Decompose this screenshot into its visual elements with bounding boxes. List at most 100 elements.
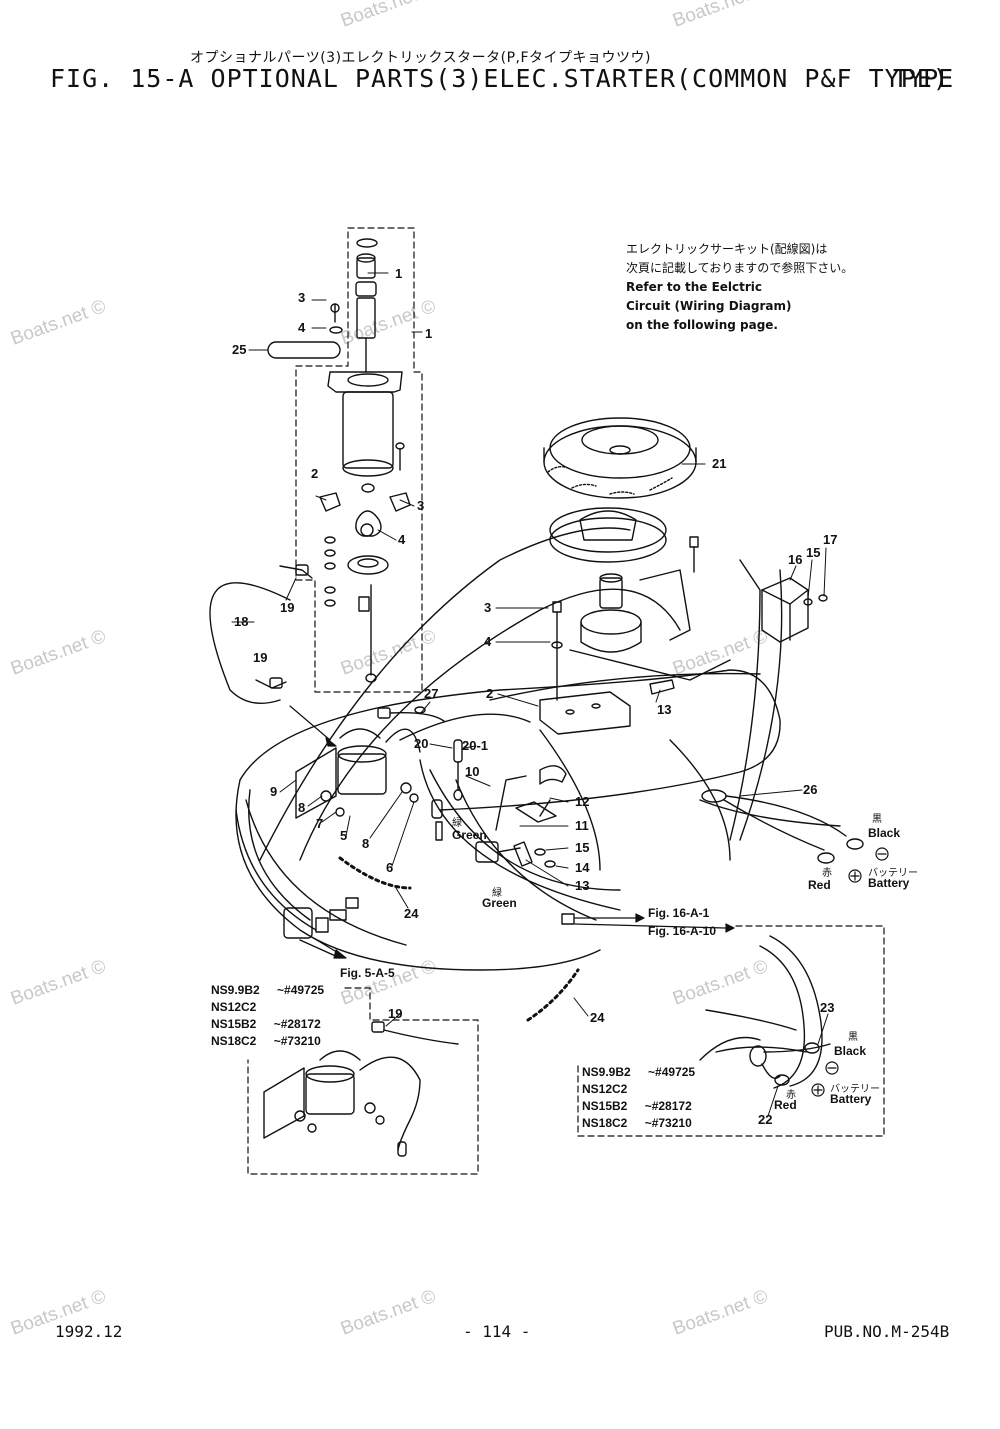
callout-27: 27 xyxy=(424,686,439,701)
inset-cowling-right xyxy=(699,935,831,1089)
footer-publication-number: PUB.NO.M-254B xyxy=(824,1322,950,1341)
bracket-2 xyxy=(539,691,631,735)
battery-label: Battery xyxy=(868,876,910,890)
battery-cable-26 xyxy=(701,789,864,864)
figure-arrows xyxy=(289,705,735,959)
note-jp-line: エレクトリックサーキット(配線図)は xyxy=(626,242,828,256)
type-label: TYPE xyxy=(893,64,954,93)
bracket-12 xyxy=(515,799,557,823)
green-wire-label: Green xyxy=(482,896,517,910)
connector-27 xyxy=(377,706,445,722)
wire-harness xyxy=(209,527,841,921)
model-row: NS18C2 ~#73210 xyxy=(582,1116,692,1130)
battery-terminal-symbols xyxy=(811,847,889,1097)
footer-page-number: - 114 - xyxy=(463,1322,531,1341)
red-jp-label: 赤 xyxy=(786,1090,796,1101)
green-wire-connectors xyxy=(431,799,575,925)
lower-connectors xyxy=(283,897,359,959)
callout-6: 6 xyxy=(386,860,394,875)
callout-22: 22 xyxy=(758,1112,773,1127)
callout-7: 7 xyxy=(316,816,324,831)
battery-jp-label: バッテリー xyxy=(868,868,918,879)
battery-jp-label: バッテリー xyxy=(830,1084,880,1095)
callout-2: 2 xyxy=(486,686,494,701)
figure-ref-16-a-1: Fig. 16-A-1 xyxy=(648,906,710,920)
callout-3: 3 xyxy=(484,600,492,615)
callout-14: 14 xyxy=(575,860,590,875)
callout-19: 19 xyxy=(253,650,268,665)
black-jp-label: 黒 xyxy=(872,814,882,825)
callout-4: 4 xyxy=(398,532,406,547)
part-25-cap xyxy=(267,341,341,359)
callout-26: 26 xyxy=(803,782,818,797)
callout-4: 4 xyxy=(484,634,492,649)
stator-plate xyxy=(549,507,667,563)
callout-24: 24 xyxy=(590,1010,605,1025)
inset-box-left xyxy=(247,987,479,1175)
green-jp-label: 緑 xyxy=(492,888,502,899)
fuse-20 xyxy=(453,739,463,801)
black-jp-label: 黒 xyxy=(848,1032,858,1043)
inset-box-right xyxy=(577,925,885,1137)
motor-washers xyxy=(319,303,411,607)
callout-24: 24 xyxy=(404,906,419,921)
model-list-left: NS9.9B2 ~#49725 NS12C2 NS15B2 ~#28172 NS… xyxy=(211,982,324,1050)
callout-3: 3 xyxy=(298,290,306,305)
callout-20: 20 xyxy=(414,736,429,751)
model-row: NS15B2 ~#28172 xyxy=(582,1099,692,1113)
figure-ref-5-a-5: Fig. 5-A-5 xyxy=(340,966,395,980)
model-row: NS12C2 xyxy=(582,1082,628,1096)
model-row: NS15B2 ~#28172 xyxy=(211,1017,321,1031)
crankcase xyxy=(569,569,731,681)
callout-4: 4 xyxy=(298,320,306,335)
inset-relay-left xyxy=(263,1021,459,1157)
callout-3: 3 xyxy=(417,498,425,513)
callout-17: 17 xyxy=(823,532,838,547)
black-terminal-label: Black xyxy=(868,826,901,840)
callout-5: 5 xyxy=(340,828,348,843)
green-wire-label: Green xyxy=(452,828,487,842)
green-jp-label: 緑 xyxy=(452,818,462,829)
callout-8: 8 xyxy=(362,836,370,851)
note-en-line: on the following page. xyxy=(626,318,778,332)
callout-18: 18 xyxy=(234,614,249,629)
callout-23: 23 xyxy=(820,1000,835,1015)
bead-chain-24 xyxy=(338,856,580,1022)
starter-relay xyxy=(295,728,421,819)
callout-11: 11 xyxy=(575,818,589,833)
callout-19: 19 xyxy=(280,600,295,615)
note-en-line: Refer to the Eelctric xyxy=(626,280,763,294)
bracket-11 xyxy=(495,775,527,831)
rectifier xyxy=(761,577,828,643)
callout-16: 16 xyxy=(788,552,803,567)
model-row: NS12C2 xyxy=(211,1000,257,1014)
black-terminal-label: Black xyxy=(834,1044,867,1058)
model-list-right: NS9.9B2 ~#49725 NS12C2 NS15B2 ~#28172 NS… xyxy=(582,1064,695,1132)
japanese-subtitle: オプショナルパーツ(3)エレクトリックスタータ(P,Fタイプキョウツウ) xyxy=(190,50,651,66)
plate-13 xyxy=(649,679,675,695)
starter-motor-group-box xyxy=(295,227,423,693)
figure-title: FIG. 15-A OPTIONAL PARTS(3)ELEC.STARTER(… xyxy=(50,64,949,93)
callout-19: 19 xyxy=(388,1006,403,1021)
note-en-line: Circuit (Wiring Diagram) xyxy=(626,299,792,313)
callout-15: 15 xyxy=(575,840,590,855)
harness-19 xyxy=(255,564,313,689)
red-terminal-label: Red xyxy=(808,878,831,892)
red-jp-label: 赤 xyxy=(822,868,832,879)
callout-21: 21 xyxy=(712,456,727,471)
flywheel xyxy=(543,417,697,499)
footer-date: 1992.12 xyxy=(55,1322,123,1341)
callout-20-1: 20-1 xyxy=(462,738,489,753)
model-row: NS9.9B2 ~#49725 xyxy=(211,983,325,997)
red-terminal-label: Red xyxy=(774,1098,797,1112)
callout-2: 2 xyxy=(311,466,319,481)
plate-13b xyxy=(513,841,533,867)
callout-1: 1 xyxy=(425,326,433,341)
callout-10: 10 xyxy=(465,764,480,779)
battery-label: Battery xyxy=(830,1092,872,1106)
clamp-10 xyxy=(539,765,567,785)
callout-15: 15 xyxy=(806,545,821,560)
callout-13: 13 xyxy=(657,702,672,717)
wiring-reference-note: エレクトリックサーキット(配線図)は 次頁に記載しておりますので参照下さい。 R… xyxy=(626,240,853,335)
